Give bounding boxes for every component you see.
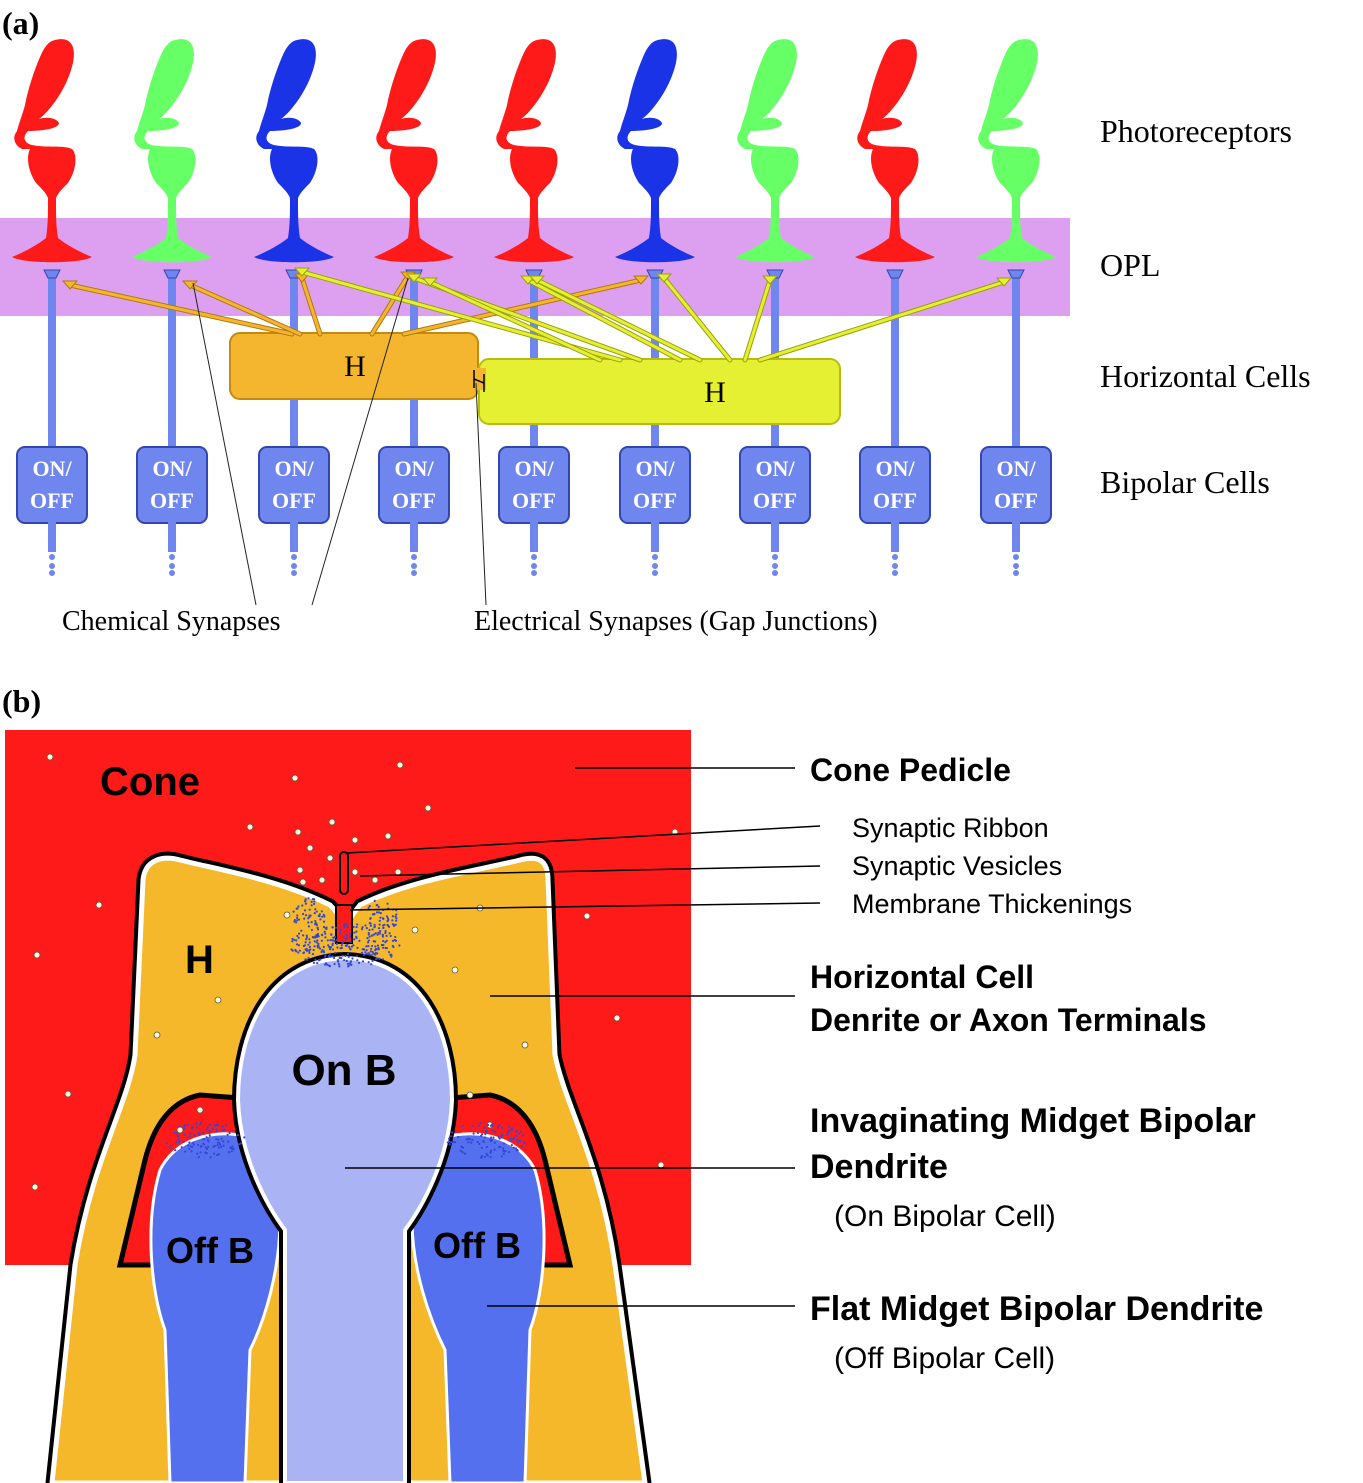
vesicle-dot <box>351 868 359 876</box>
membrane-speckles <box>165 897 527 1159</box>
cone-label: Cone <box>100 760 200 804</box>
vesicle-dot <box>31 1183 39 1191</box>
vesicle-dot <box>294 828 302 836</box>
gap-junction-icon <box>472 368 486 392</box>
bipolar-cell: ON/OFF <box>859 269 931 576</box>
vesicle-dot <box>33 951 41 959</box>
electrical-synapses-label: Electrical Synapses (Gap Junctions) <box>474 606 878 637</box>
vesicle-dot <box>214 996 222 1004</box>
invaginating-label-line3: (On Bipolar Cell) <box>834 1200 1056 1233</box>
bipolar-on-label: ON/ <box>32 456 72 481</box>
bipolar-off-label: OFF <box>633 488 677 513</box>
bipolar-off-label: OFF <box>392 488 436 513</box>
off-b-right-label: Off B <box>433 1225 521 1266</box>
flat-midget-label-line2: (Off Bipolar Cell) <box>834 1342 1055 1375</box>
horizontal-cell-right-label: H <box>704 376 726 409</box>
bipolar-cell: ON/OFF <box>378 269 450 576</box>
bipolar-cell: ON/OFF <box>136 269 208 576</box>
vesicle-dot <box>451 966 459 974</box>
synaptic-vesicles <box>31 753 679 1191</box>
horizontal-processes <box>61 267 1013 363</box>
vesicle-dot <box>394 868 402 876</box>
bipolar-off-label: OFF <box>272 488 316 513</box>
invaginating-label-line1: Invaginating Midget Bipolar <box>810 1102 1256 1140</box>
vesicle-dot <box>299 878 307 886</box>
horizontal-cell-left: H <box>229 332 479 400</box>
panel-a-label: (a) <box>2 5 39 41</box>
vesicle-dot <box>384 832 392 840</box>
horizontal-cell-right: H <box>478 358 841 425</box>
horizontal-cell-label-line2: Denrite or Axon Terminals <box>810 1002 1207 1038</box>
opl-label: OPL <box>1100 247 1160 283</box>
vesicle-dot <box>328 818 336 826</box>
bipolar-off-label: OFF <box>150 488 194 513</box>
bipolar-on-label: ON/ <box>152 456 192 481</box>
vesicle-dot <box>318 876 326 884</box>
bipolar-on-label: ON/ <box>875 456 915 481</box>
bipolar-off-label: OFF <box>994 488 1038 513</box>
synaptic-vesicles-label: Synaptic Vesicles <box>852 851 1062 881</box>
on-b-label: On B <box>291 1046 396 1095</box>
panel-b: (b) Cone H On B Off B Off B <box>2 683 1263 1483</box>
horizontal-cell-label-line1: Horizontal Cell <box>810 959 1034 995</box>
bipolar-on-label: ON/ <box>394 456 434 481</box>
bipolar-cells-label: Bipolar Cells <box>1100 464 1270 500</box>
vesicle-dot <box>64 1090 72 1098</box>
vesicle-dot <box>466 1091 474 1099</box>
panel-b-leader-lines <box>345 767 821 1307</box>
flat-midget-label-line1: Flat Midget Bipolar Dendrite <box>810 1290 1263 1328</box>
bipolar-on-label: ON/ <box>996 456 1036 481</box>
vesicle-dot <box>583 912 591 920</box>
photoreceptors-label: Photoreceptors <box>1100 113 1292 149</box>
bipolar-off-label: OFF <box>30 488 74 513</box>
annotation-lines <box>192 277 487 606</box>
vesicle-dot <box>306 844 314 852</box>
off-bipolar-right <box>410 1132 546 1483</box>
vesicle-dot <box>153 1031 161 1039</box>
synaptic-ribbon <box>339 851 349 895</box>
horizontal-cell-left-label: H <box>344 350 366 383</box>
vesicle-dot <box>291 774 299 782</box>
photoreceptors-group <box>12 39 1056 263</box>
vesicle-dot <box>176 1126 184 1134</box>
membrane-thickenings-label: Membrane Thickenings <box>852 889 1132 919</box>
vesicle-dot <box>283 911 291 919</box>
vesicle-dot <box>613 1014 621 1022</box>
bipolar-on-label: ON/ <box>274 456 314 481</box>
vesicle-dot <box>424 804 432 812</box>
invaginating-label-line2: Dendrite <box>810 1148 948 1186</box>
bipolar-off-label: OFF <box>512 488 556 513</box>
cone-pedicle-label: Cone Pedicle <box>810 752 1011 788</box>
horizontal-internal-label: H <box>185 938 214 982</box>
vesicle-dot <box>296 866 304 874</box>
panel-b-label: (b) <box>2 683 41 719</box>
vesicle-dot <box>521 1041 529 1049</box>
bipolar-off-label: OFF <box>873 488 917 513</box>
vesicle-dot <box>46 753 54 761</box>
vesicle-dot <box>351 836 359 844</box>
vesicle-dot <box>657 1161 665 1169</box>
bipolar-cell: ON/OFF <box>16 269 88 576</box>
panel-a: (a) ON/OFFON/OFFON/OFFON/OFFON/OFFON/OFF… <box>0 5 1311 637</box>
vesicle-dot <box>246 823 254 831</box>
chemical-synapses-label: Chemical Synapses <box>62 606 281 637</box>
bipolar-on-label: ON/ <box>755 456 795 481</box>
bipolar-cell: ON/OFF <box>980 269 1052 576</box>
vesicle-dot <box>196 1106 204 1114</box>
on-bipolar-halo <box>235 955 455 1483</box>
vesicle-dot <box>326 854 334 862</box>
bipolar-off-label: OFF <box>753 488 797 513</box>
vesicle-dot <box>396 761 404 769</box>
synaptic-ribbon-label: Synaptic Ribbon <box>852 813 1049 843</box>
bipolar-on-label: ON/ <box>514 456 554 481</box>
vesicle-dot <box>411 926 419 934</box>
vesicle-dot <box>371 876 379 884</box>
horizontal-cells-label: Horizontal Cells <box>1100 358 1311 394</box>
bipolar-on-label: ON/ <box>635 456 675 481</box>
off-b-left-label: Off B <box>166 1230 254 1271</box>
vesicle-dot <box>95 901 103 909</box>
